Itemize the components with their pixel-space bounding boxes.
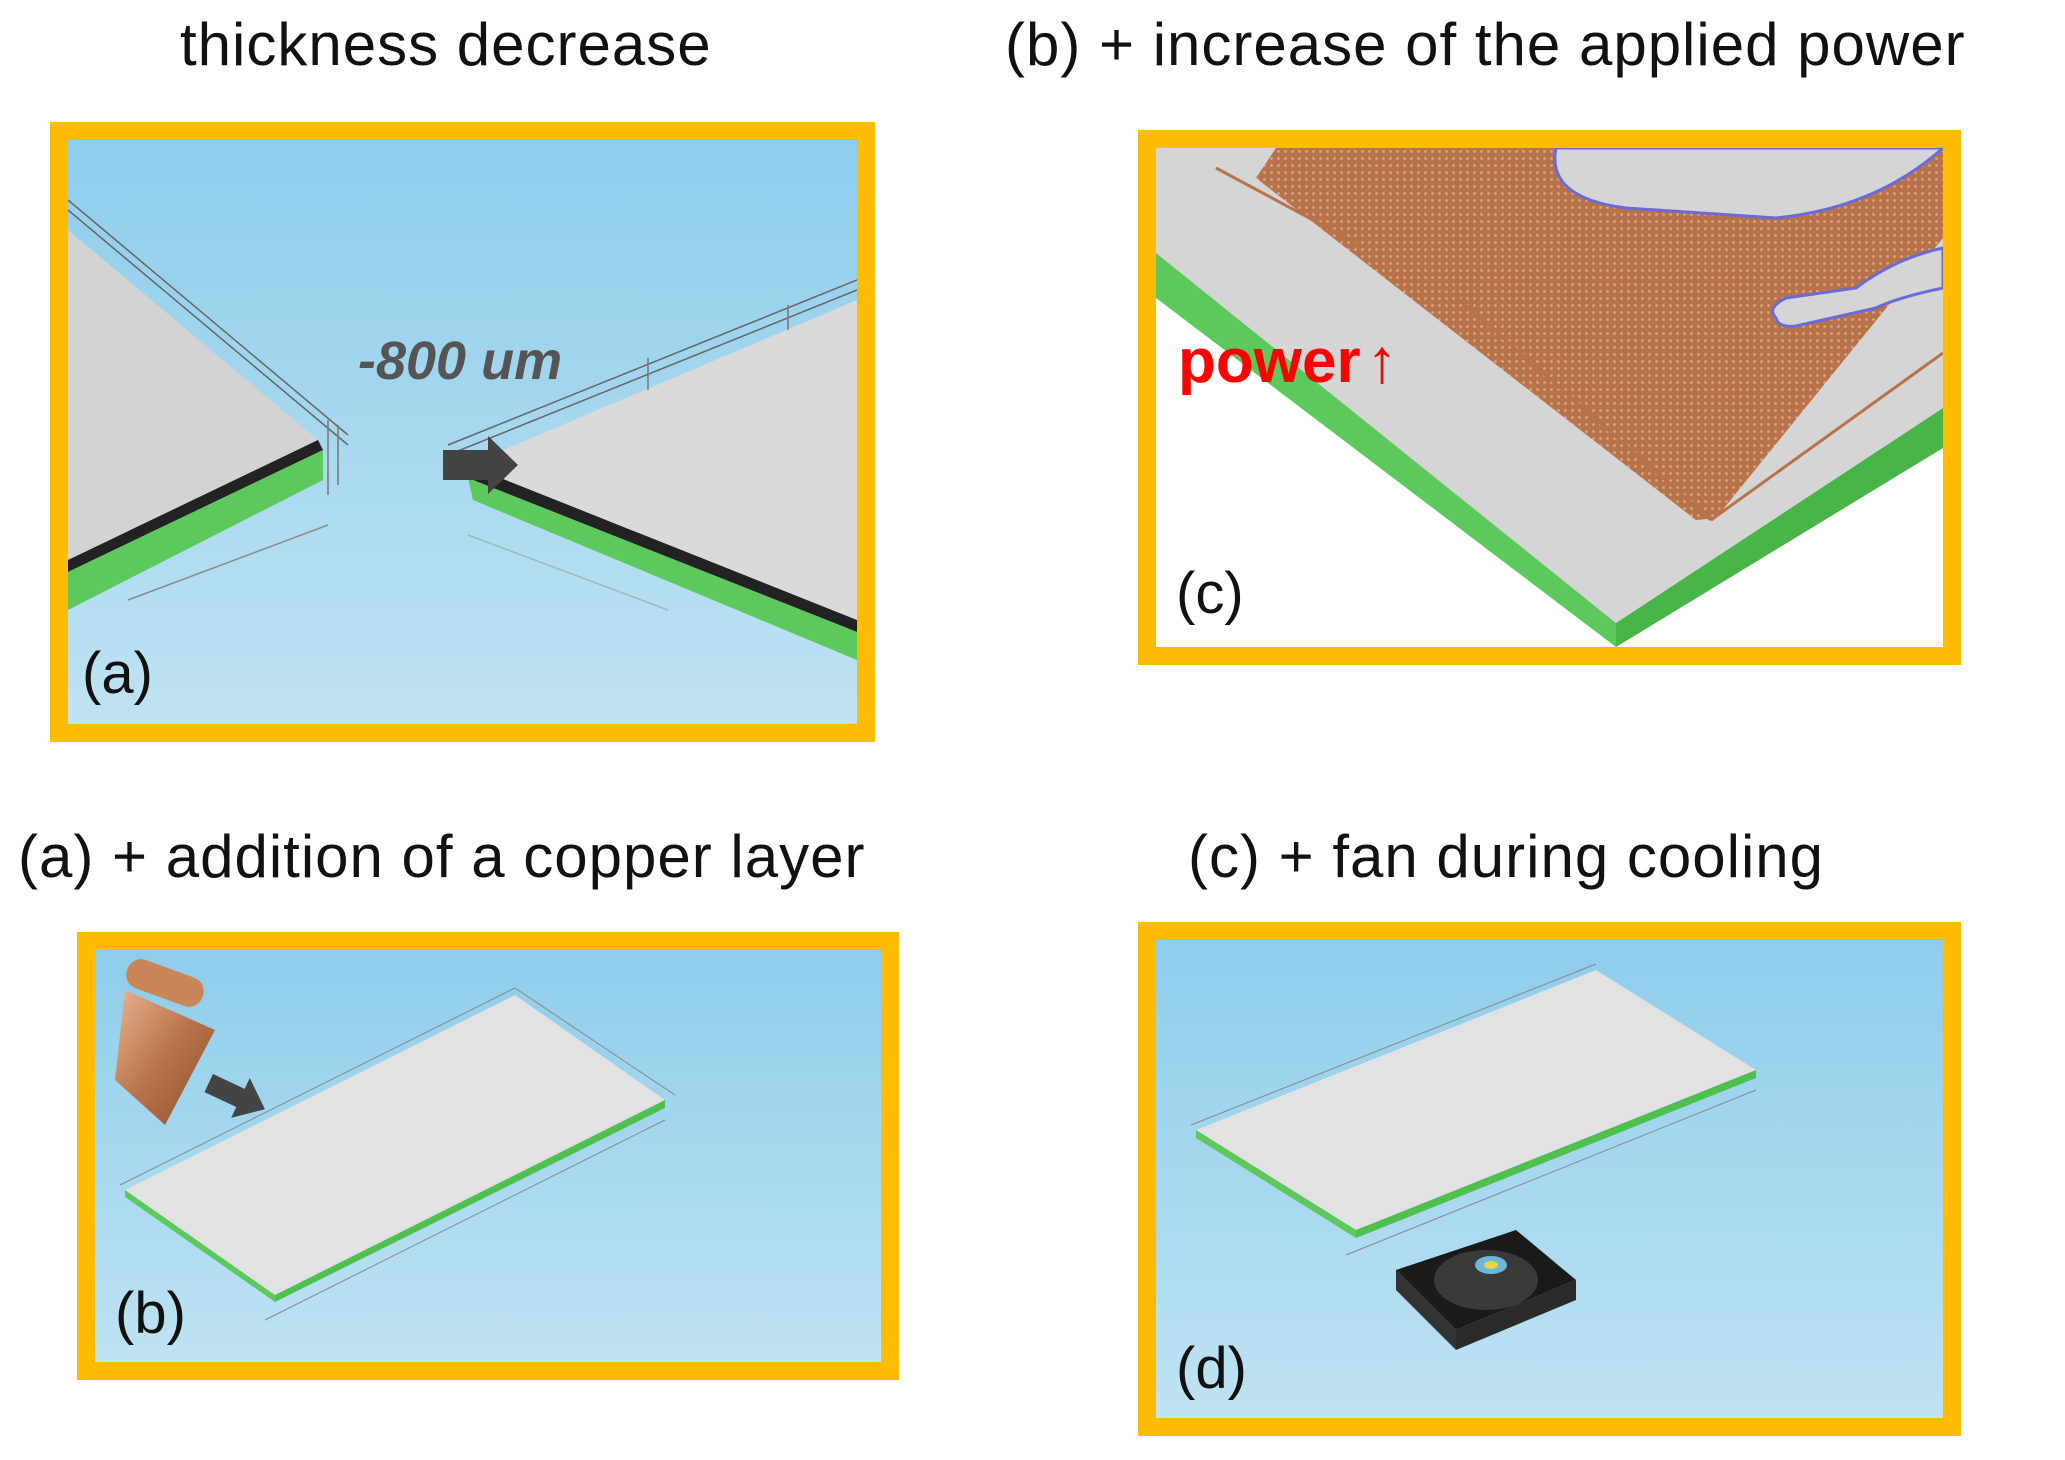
plate-side-right xyxy=(1616,408,1943,647)
left-plate xyxy=(68,199,349,610)
panel-d-illustration xyxy=(1156,940,1943,1418)
copper-mesh xyxy=(1256,148,1943,520)
panel-c-illustration xyxy=(1156,148,1943,647)
panel-a-thickness: -800 um (a) xyxy=(50,122,875,742)
plate-side xyxy=(1356,1070,1756,1238)
panel-c-label: (c) xyxy=(1176,561,1244,626)
thickness-change-label: -800 um xyxy=(358,331,563,391)
title-copper-layer: (a) + addition of a copper layer xyxy=(18,823,866,890)
power-increase-label: power↑ xyxy=(1178,326,1398,397)
panel-a-label: (a) xyxy=(82,641,153,706)
plate-top xyxy=(125,995,665,1295)
power-text: power xyxy=(1178,327,1361,396)
up-arrow-icon: ↑ xyxy=(1366,327,1398,396)
title-fan-cooling: (c) + fan during cooling xyxy=(1188,823,1825,890)
title-applied-power: (b) + increase of the applied power xyxy=(1005,11,1966,78)
title-thickness-decrease: thickness decrease xyxy=(180,11,712,78)
plate-side-left xyxy=(1156,253,1616,647)
right-arrow-icon xyxy=(443,436,518,494)
copper-roll-icon xyxy=(115,959,215,1125)
cutout-top xyxy=(1553,148,1943,220)
fan-icon xyxy=(1396,1230,1576,1350)
panel-a-illustration xyxy=(68,140,857,724)
plate-side xyxy=(275,1100,665,1302)
right-plate xyxy=(447,279,857,660)
right-arrow-icon xyxy=(204,1074,265,1118)
plate-top xyxy=(1196,970,1756,1230)
cutout-arm xyxy=(1771,246,1943,328)
panel-b-label: (b) xyxy=(115,1281,186,1346)
panel-d-label: (d) xyxy=(1176,1336,1247,1401)
panel-b-copper: (b) xyxy=(77,932,899,1380)
panel-b-illustration xyxy=(95,950,881,1362)
panel-d-fan: (d) xyxy=(1138,922,1961,1436)
panel-c-power: power↑ (c) xyxy=(1138,130,1961,665)
